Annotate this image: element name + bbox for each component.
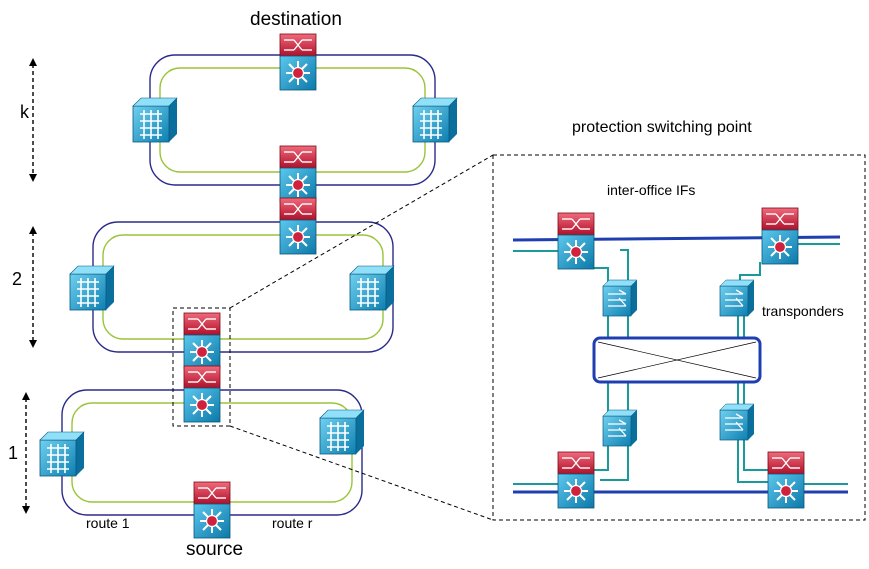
router-icon	[193, 481, 231, 539]
route-r-label: route r	[272, 515, 313, 531]
router-icon	[279, 197, 317, 255]
router-icon	[557, 451, 595, 509]
optical-switch-icon	[319, 409, 365, 455]
optical-switch-icon	[132, 97, 178, 143]
optical-switch-icon	[39, 431, 85, 477]
protection-title: protection switching point	[572, 119, 752, 136]
router-icon	[761, 207, 799, 265]
ring-2	[92, 221, 394, 353]
router-icon	[767, 451, 805, 509]
transponder-icon	[719, 403, 755, 441]
transponder-icon	[719, 279, 755, 317]
transponder-icon	[602, 279, 638, 317]
router-icon	[279, 145, 317, 203]
ring-2-label: 2	[12, 269, 23, 289]
router-icon	[183, 312, 221, 370]
transponder-icon	[602, 409, 638, 447]
selection-box	[172, 307, 231, 427]
ring-k-label: k	[20, 102, 29, 122]
route-1-label: route 1	[86, 515, 130, 531]
router-icon	[557, 212, 595, 270]
source-label: source	[186, 539, 244, 560]
router-icon	[279, 33, 317, 91]
optical-switch-icon	[69, 265, 115, 311]
router-icon	[183, 365, 221, 423]
optical-switch-icon	[412, 97, 458, 143]
ring-1-label: 1	[8, 443, 19, 463]
arrow-heads	[22, 58, 37, 514]
destination-label: destination	[250, 9, 342, 30]
optical-switch-icon	[349, 265, 395, 311]
height-arrows	[25, 64, 34, 508]
transponders-label: transponders	[762, 303, 844, 319]
inter-office-label: inter-office IFs	[607, 182, 696, 198]
cross-connect-icon	[592, 336, 762, 384]
